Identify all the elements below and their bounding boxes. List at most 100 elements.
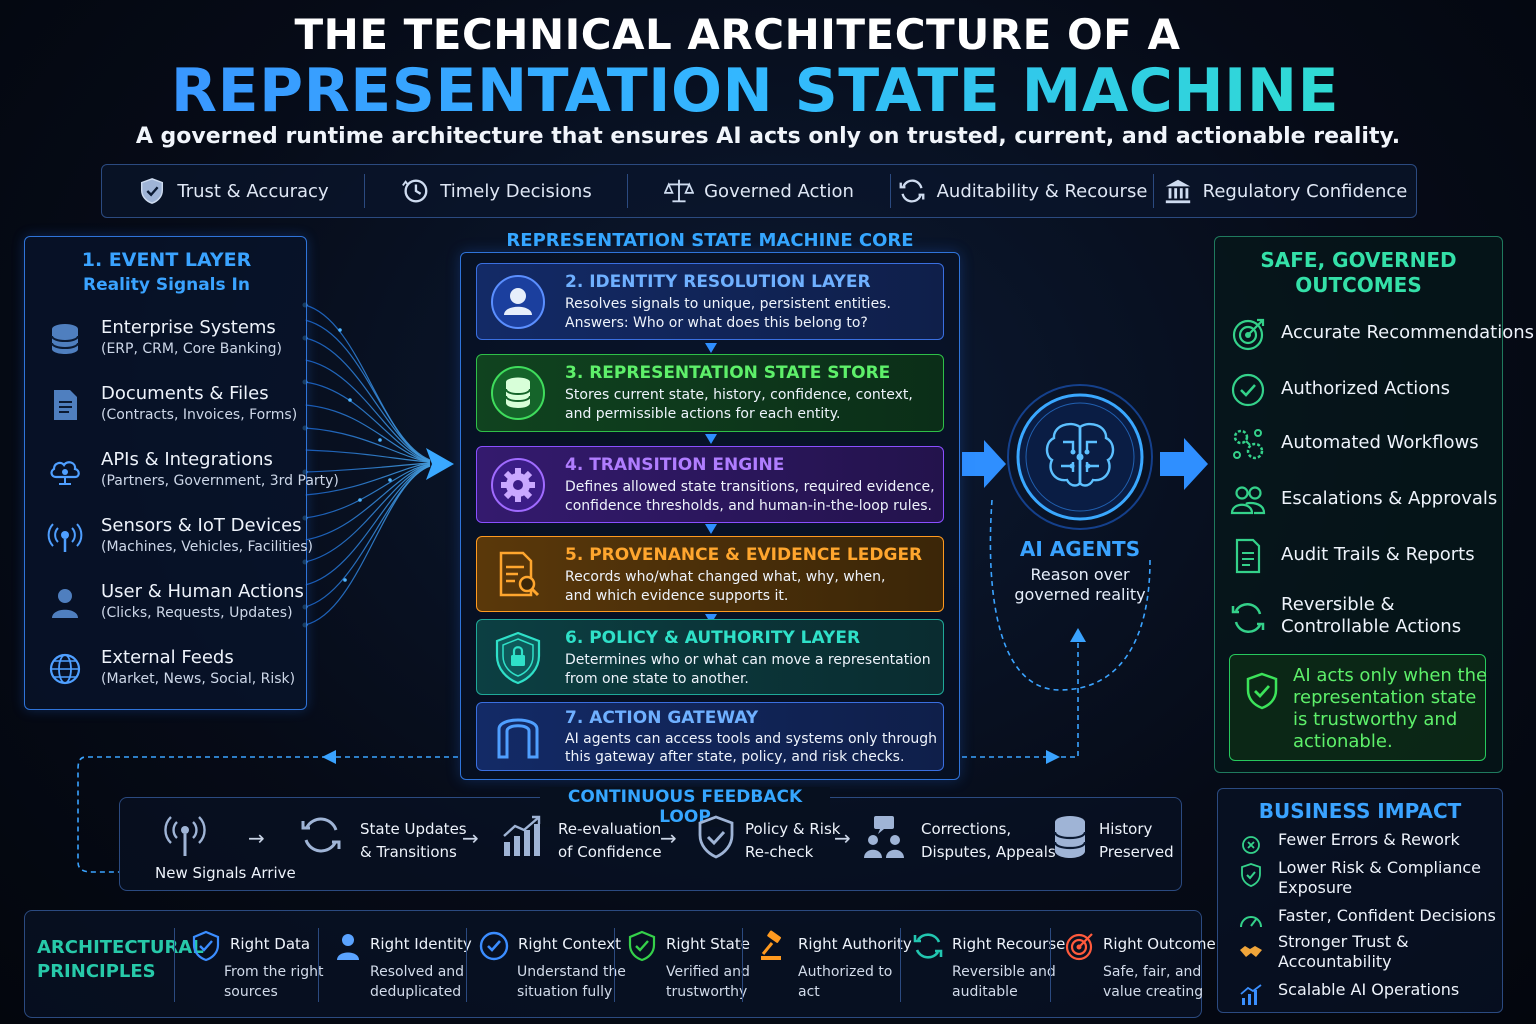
people-icon (1230, 486, 1266, 515)
principle-divider (318, 928, 319, 1002)
core-title: REPRESENTATION STATE MACHINE CORE (506, 230, 914, 251)
cloud-api-icon (50, 461, 80, 485)
principle-divider (1050, 928, 1051, 1002)
business-impact-title: BUSINESS IMPACT (1258, 799, 1462, 823)
shield-check-icon (1241, 863, 1261, 887)
outcome-item: Authorized Actions (1228, 368, 1498, 412)
shield-check-icon (1246, 672, 1278, 710)
outcome-item: Reversible & Controllable Actions (1228, 592, 1498, 646)
feedback-step-label: State Updates (360, 820, 467, 838)
feedback-step-label-2: & Transitions (360, 843, 457, 861)
arrow-right-icon: → (462, 826, 479, 850)
feedback-step-label: New Signals Arrive (155, 864, 296, 882)
principle-divider (466, 928, 467, 1002)
event-item-name: Documents & Files (101, 383, 269, 404)
principle-desc-1: From the right (224, 964, 324, 980)
target-icon (1232, 318, 1265, 351)
down-arrow-icon (705, 434, 717, 444)
principle-desc-2: value creating (1103, 984, 1204, 1000)
principle-right-context: Right Context Understand the situation f… (466, 924, 626, 1006)
shield-check-icon (628, 930, 656, 962)
ai-agents-title: AI AGENTS (1019, 537, 1141, 561)
outcomes-callout: AI acts only when the representation sta… (1229, 654, 1487, 761)
target-icon (1065, 933, 1093, 961)
value-item-timely: Timely Decisions (364, 174, 627, 208)
sync-icon (301, 817, 341, 853)
principles-title-2: PRINCIPLES (37, 961, 156, 982)
outcome-label: Reversible & (1281, 594, 1395, 615)
ledger-search-icon (499, 551, 540, 597)
workflow-gears-icon (1233, 429, 1264, 460)
arrow-core-to-ai (962, 440, 1006, 488)
refresh-icon (899, 179, 925, 203)
impact-item: Lower Risk & Compliance Exposure (1236, 858, 1496, 902)
value-item-label: Auditability & Recourse (936, 180, 1148, 202)
value-item-audit: Auditability & Recourse (890, 174, 1153, 208)
event-item-enterprise: Enterprise Systems (ERP, CRM, Core Banki… (43, 317, 313, 367)
outcomes-title-1: SAFE, GOVERNED (1260, 248, 1457, 272)
layer-state-store: 3. REPRESENTATION STATE STORE Stores cur… (476, 354, 944, 432)
event-item-detail: (ERP, CRM, Core Banking) (101, 341, 282, 357)
subtitle: A governed runtime architecture that ens… (135, 124, 1401, 149)
layer-title: 6. POLICY & AUTHORITY LAYER (565, 628, 861, 648)
outcome-label-2: Controllable Actions (1281, 616, 1462, 637)
value-item-regulatory: Regulatory Confidence (1153, 174, 1416, 208)
impact-label-2: Accountability (1278, 952, 1392, 971)
outcome-label: Authorized Actions (1281, 378, 1451, 399)
business-impact-panel (1217, 788, 1503, 1013)
principles-panel (24, 910, 1202, 1018)
arrow-right-icon: → (660, 826, 677, 850)
feedback-step-label: Policy & Risk (745, 820, 841, 838)
state-store-icon (491, 366, 545, 420)
ai-agents-desc-1: Reason over (1030, 565, 1130, 584)
event-item-name: APIs & Integrations (101, 449, 273, 470)
shield-lock-icon (495, 631, 541, 685)
layer-desc-2: Answers: Who or what does this belong to… (565, 315, 868, 331)
layer-identity-resolution: 2. IDENTITY RESOLUTION LAYER Resolves si… (476, 263, 944, 340)
value-item-label: Governed Action (704, 180, 854, 202)
layer-title: 2. IDENTITY RESOLUTION LAYER (565, 272, 871, 292)
gateway-loop (962, 499, 1151, 758)
outcome-label: Escalations & Approvals (1281, 488, 1498, 509)
arrow-ai-to-outcomes (1160, 438, 1208, 490)
event-item-detail: (Partners, Government, 3rd Party) (101, 473, 339, 489)
principle-divider (614, 928, 615, 1002)
arrow-right-icon: → (248, 826, 265, 850)
impact-label: Faster, Confident Decisions (1278, 906, 1496, 925)
impact-label: Lower Risk & Compliance (1278, 858, 1482, 877)
principle-title: Right Data (230, 935, 311, 953)
layer-title: 4. TRANSITION ENGINE (565, 455, 785, 475)
principle-title: Right Recourse (952, 935, 1066, 953)
growth-chart-icon (1240, 984, 1262, 1005)
event-item-feeds: External Feeds (Market, News, Social, Ri… (43, 647, 313, 697)
event-item-detail: (Clicks, Requests, Updates) (101, 605, 293, 621)
arrow-right-gateway (1046, 750, 1060, 764)
event-layer-title: 1. EVENT LAYER (81, 249, 252, 271)
event-item-users: User & Human Actions (Clicks, Requests, … (43, 581, 313, 631)
event-item-detail: (Contracts, Invoices, Forms) (101, 407, 298, 423)
down-arrow-icon (705, 524, 717, 534)
layer-desc-2: and which evidence supports it. (565, 588, 789, 604)
impact-item: Scalable AI Operations (1236, 980, 1496, 1005)
event-item-name: User & Human Actions (101, 581, 304, 602)
event-layer-subtitle: Reality Signals In (83, 275, 250, 295)
impact-item: Faster, Confident Decisions (1236, 906, 1496, 930)
outcome-label: Audit Trails & Reports (1281, 544, 1475, 565)
layer-transition-engine: 4. TRANSITION ENGINE Defines allowed sta… (476, 446, 944, 523)
report-icon (1235, 538, 1261, 574)
outcome-item: Audit Trails & Reports (1228, 534, 1498, 578)
gateway-icon (497, 718, 539, 759)
outcome-item: Automated Workflows (1228, 422, 1498, 466)
feedback-return-loop (77, 756, 458, 873)
event-item-sensors: Sensors & IoT Devices (Machines, Vehicle… (43, 515, 313, 565)
feedback-step-label: Corrections, (921, 820, 1012, 838)
principle-right-recourse: Right Recourse Reversible and auditable (900, 924, 1065, 1006)
principle-right-state: Right State Verified and trustworthy (614, 924, 750, 1006)
feedback-step-label-2: Re-check (745, 843, 814, 861)
event-item-documents: Documents & Files (Contracts, Invoices, … (43, 383, 313, 433)
outcomes-title-2: OUTCOMES (1295, 273, 1422, 297)
principle-divider (742, 928, 743, 1002)
gauge-icon (1240, 916, 1262, 928)
principle-desc-2: trustworthy (666, 984, 748, 1000)
layer-title: 3. REPRESENTATION STATE STORE (565, 363, 891, 383)
